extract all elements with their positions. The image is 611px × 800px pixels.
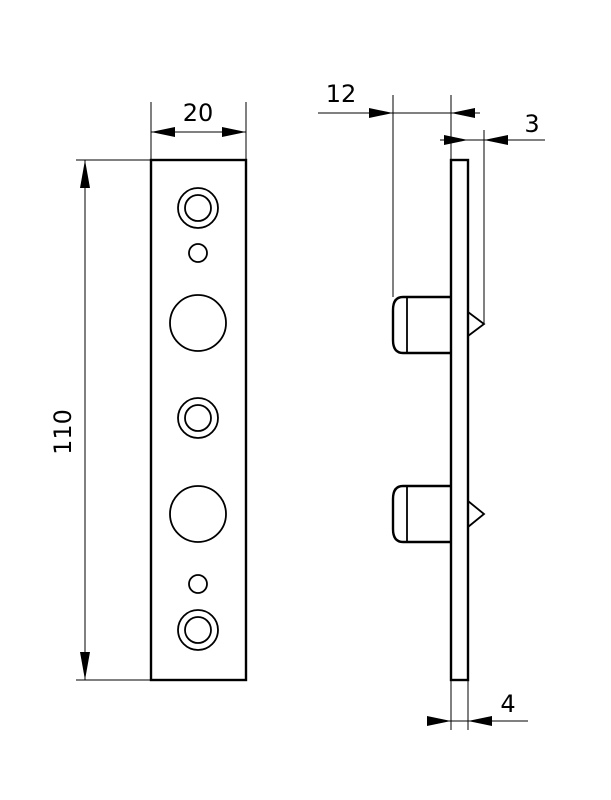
spike-upper	[467, 311, 486, 337]
dimension-pin-length: 12	[318, 80, 480, 297]
large-hole-upper	[169, 294, 227, 352]
side-view: 12 3 4	[318, 80, 545, 730]
dimension-thickness: 4	[427, 680, 528, 730]
countersunk-hole-bottom	[177, 609, 219, 651]
pin-upper	[391, 295, 451, 355]
side-plate-outline	[449, 158, 470, 682]
dimension-width-label: 20	[183, 99, 214, 127]
dimension-width: 20	[150, 99, 247, 160]
dimension-thickness-label: 4	[500, 690, 515, 718]
dimension-pin-length-label: 12	[326, 80, 357, 108]
dimension-spike-label: 3	[524, 110, 539, 138]
pin-lower	[391, 484, 451, 544]
small-hole-bottom	[188, 574, 208, 594]
front-view: 20 110	[49, 99, 248, 682]
small-hole-top	[188, 243, 208, 263]
dimension-spike: 3	[440, 110, 545, 324]
countersunk-hole-top	[177, 187, 219, 229]
front-plate-outline	[149, 158, 248, 682]
countersunk-hole-middle	[177, 397, 219, 439]
spike-lower	[467, 500, 486, 528]
large-hole-lower	[169, 485, 227, 543]
dimension-height-label: 110	[49, 409, 77, 455]
dimension-height: 110	[49, 159, 151, 681]
